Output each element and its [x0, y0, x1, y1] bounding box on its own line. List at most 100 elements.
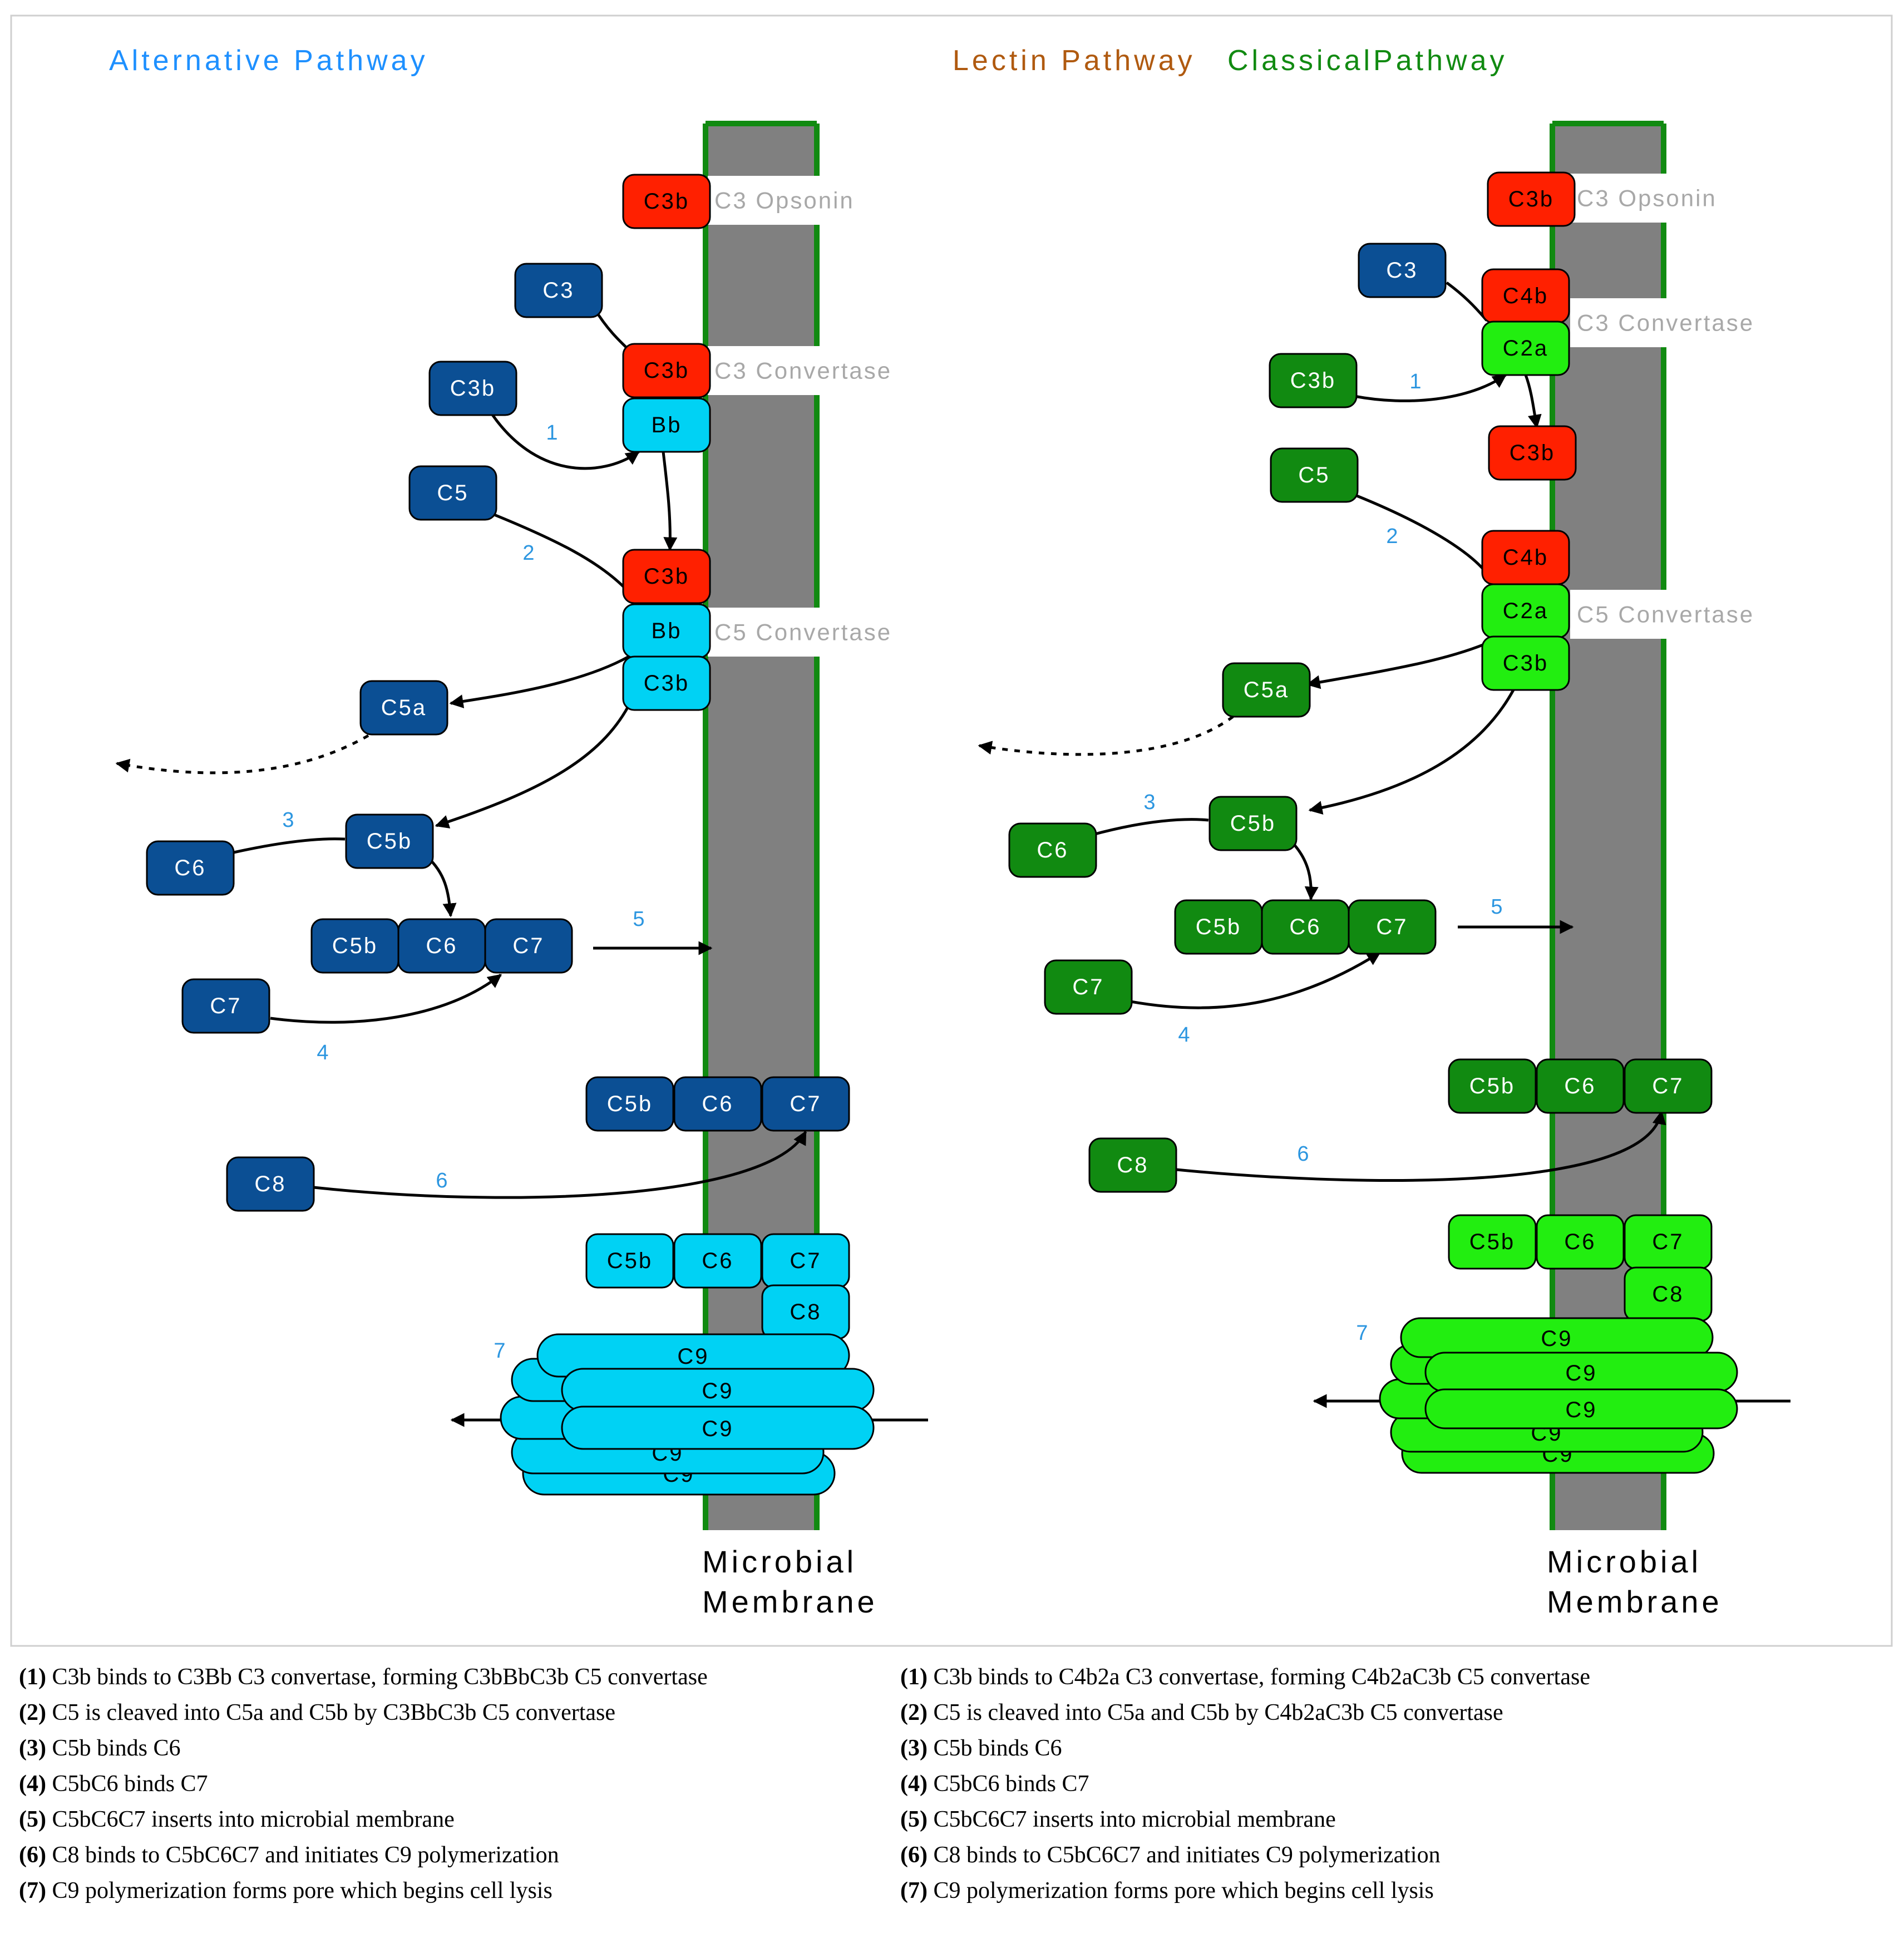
c5a-right: C5a [1222, 662, 1311, 718]
c6-inserted-right: C6 [1536, 1058, 1625, 1114]
diagram-frame [10, 14, 1893, 1647]
c8-free-left: C8 [226, 1156, 315, 1212]
c3b-opsonin-right-label: C3b [1508, 187, 1554, 211]
c2a-convertase-right-shape [1481, 320, 1570, 376]
legend-item-number: (4) [19, 1771, 46, 1797]
c8-free-left-shape [226, 1156, 315, 1212]
c5b-pore-right: C5b [1448, 1214, 1537, 1270]
c7-pore-left: C7 [761, 1233, 850, 1289]
c5b-inserted-right-shape [1448, 1058, 1537, 1114]
bb-c5conv-left-label: Bb [652, 619, 682, 643]
c5-right: C5 [1270, 447, 1359, 503]
step-3-left: 3 [282, 808, 294, 832]
membrane-caption-left-line1: Microbial [702, 1544, 857, 1579]
c4b-convertase-right-label: C4b [1503, 284, 1548, 308]
c5a-left-shape [359, 680, 448, 736]
legend-item-number: (3) [900, 1735, 928, 1761]
c9-right-1-label: C9 [1541, 1327, 1572, 1351]
c4b-c5conv-right-label: C4b [1503, 545, 1548, 570]
step-5-left: 5 [633, 908, 644, 931]
c3-right: C3 [1358, 243, 1447, 298]
c7-free-left-label: C7 [210, 994, 241, 1018]
c9-right-2: C9 [1424, 1352, 1738, 1393]
c9-left-7-shape [561, 1406, 875, 1450]
legend-alternative: (1) C3b binds to C3Bb C3 convertase, for… [19, 1659, 708, 1909]
legend-item-number: (1) [19, 1664, 46, 1690]
label-c5-convertase-right: C5 Convertase [1577, 601, 1754, 628]
c2a-convertase-right-label: C2a [1503, 336, 1548, 361]
legend-classical: (1) C3b binds to C4b2a C3 convertase, fo… [900, 1659, 1590, 1909]
c3b-convertase-left: C3b [622, 343, 711, 398]
label-c3-convertase-left-box [708, 346, 875, 395]
c5a-left: C5a [359, 680, 448, 736]
c7-complex-left-label: C7 [512, 934, 544, 958]
c5b-inserted-right: C5b [1448, 1058, 1537, 1114]
membrane-caption-right-line2: Membrane [1547, 1584, 1723, 1619]
label-c3-convertase-left: C3 Convertase [714, 358, 892, 384]
arrow-c3-to-convertase-right [1446, 281, 1488, 322]
arrow-step2-left [487, 510, 630, 593]
c5a-right-label: C5a [1244, 678, 1289, 702]
c6-complex-right: C6 [1261, 899, 1350, 955]
c6-inserted-right-label: C6 [1564, 1074, 1596, 1098]
legend-item-text: C5bC6C7 inserts into microbial membrane [927, 1807, 1336, 1832]
c3b-c5conv-left-shape [622, 549, 711, 604]
c5b-left: C5b [345, 813, 434, 869]
legend-item-text: C3b binds to C3Bb C3 convertase, forming… [46, 1664, 708, 1690]
c9-right-7: C9 [1424, 1388, 1738, 1429]
c7-complex-left-shape [484, 918, 573, 974]
c8-pore-right-label: C8 [1652, 1282, 1684, 1306]
legend-item-text: C5b binds C6 [927, 1735, 1062, 1761]
c7-complex-right: C7 [1348, 899, 1437, 955]
legend-item-text: C8 binds to C5bC6C7 and initiates C9 pol… [46, 1842, 559, 1868]
legend-item: (2) C5 is cleaved into C5a and C5b by C4… [900, 1695, 1590, 1730]
c3-right-label: C3 [1386, 258, 1418, 283]
c8-free-right-label: C8 [1117, 1153, 1148, 1177]
c4b-convertase-right: C4b [1481, 268, 1570, 324]
c6-pore-right-label: C6 [1564, 1230, 1596, 1254]
c6-right: C6 [1008, 822, 1097, 878]
c5a-left-label: C5a [381, 696, 427, 720]
legend-item-text: C5bC6 binds C7 [927, 1771, 1089, 1797]
step-1-right: 1 [1409, 370, 1421, 393]
legend-item-number: (6) [19, 1842, 46, 1868]
c5b-complex-left: C5b [310, 918, 399, 974]
c5b-right-shape [1209, 796, 1298, 851]
legend-item-number: (2) [19, 1700, 46, 1725]
step-7-left: 7 [494, 1339, 505, 1363]
c8-free-left-label: C8 [254, 1172, 286, 1196]
step-2-left: 2 [522, 541, 534, 565]
c5b-inserted-left-shape [585, 1076, 674, 1132]
c5b-inserted-left: C5b [585, 1076, 674, 1132]
c6-pore-left: C6 [673, 1233, 762, 1289]
c7-inserted-left-shape [761, 1076, 850, 1132]
legend-item: (6) C8 binds to C5bC6C7 and initiates C9… [900, 1837, 1590, 1873]
c5-right-shape [1270, 447, 1359, 503]
bb-convertase-left: Bb [622, 397, 711, 453]
arrow-step1-right [1354, 373, 1507, 402]
c6-complex-left: C6 [397, 918, 486, 974]
c5-left-shape [408, 465, 497, 521]
c3b-convertase-left-shape [622, 343, 711, 398]
c5b-pore-left-label: C5b [607, 1249, 653, 1273]
legend-item-number: (4) [900, 1771, 928, 1797]
legend-item: (1) C3b binds to C4b2a C3 convertase, fo… [900, 1659, 1590, 1695]
arrow-step3-left [233, 837, 346, 854]
c2a-convertase-right: C2a [1481, 320, 1570, 376]
c3b-opsonin-right: C3b [1487, 171, 1576, 227]
arrow-step4-left [270, 974, 502, 1024]
c6-right-label: C6 [1037, 838, 1068, 862]
title-lectin-pathway: Lectin Pathway [953, 45, 1196, 77]
legend-item-number: (2) [900, 1700, 928, 1725]
c7-free-right: C7 [1044, 959, 1133, 1015]
c3-left-label: C3 [542, 278, 574, 303]
c6-left-shape [146, 840, 235, 896]
legend-item-text: C3b binds to C4b2a C3 convertase, formin… [927, 1664, 1590, 1690]
legend-item-text: C8 binds to C5bC6C7 and initiates C9 pol… [927, 1842, 1441, 1868]
c3-right-shape [1358, 243, 1447, 298]
c3b-released-right: C3b [1488, 425, 1577, 481]
step-6-right: 6 [1297, 1142, 1309, 1166]
arrow-c5a-diffuse-right [978, 715, 1234, 756]
c4b-c5conv-right: C4b [1481, 530, 1570, 585]
step-5-right: 5 [1491, 895, 1502, 919]
